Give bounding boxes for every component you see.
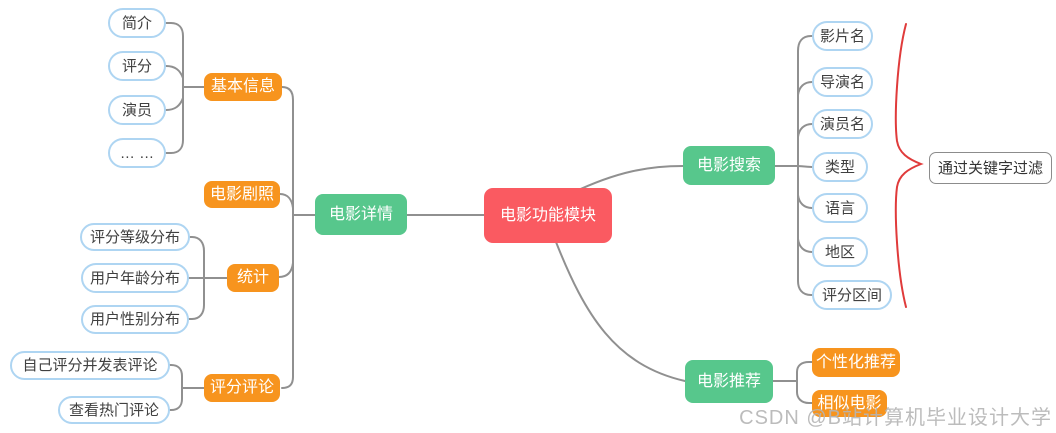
node-movie-recommend[interactable]: 电影推荐 <box>685 360 773 403</box>
leaf-rate-and-post-comment[interactable]: 自己评分并发表评论 <box>10 351 170 380</box>
leaf-introduction[interactable]: 简介 <box>108 8 166 38</box>
leaf-rating[interactable]: 评分 <box>108 51 166 81</box>
node-rating-comments[interactable]: 评分评论 <box>204 374 280 402</box>
leaf-region[interactable]: 地区 <box>812 237 868 267</box>
leaf-genre[interactable]: 类型 <box>812 152 868 182</box>
leaf-film-name[interactable]: 影片名 <box>812 21 873 51</box>
leaf-view-hot-comments[interactable]: 查看热门评论 <box>58 396 170 424</box>
csdn-watermark: CSDN @B站计算机毕业设计大学 <box>739 407 1052 429</box>
node-statistics[interactable]: 统计 <box>227 264 279 292</box>
leaf-actors[interactable]: 演员 <box>108 95 166 125</box>
leaf-score-range[interactable]: 评分区间 <box>812 280 892 310</box>
leaf-user-age-distribution[interactable]: 用户年龄分布 <box>81 263 189 293</box>
node-personalized-recommend[interactable]: 个性化推荐 <box>812 348 900 377</box>
leaf-director-name[interactable]: 导演名 <box>812 67 873 97</box>
node-root-movie-function-module[interactable]: 电影功能模块 <box>484 188 612 243</box>
leaf-ellipsis[interactable]: … … <box>108 138 166 168</box>
leaf-rating-level-distribution[interactable]: 评分等级分布 <box>80 223 190 251</box>
leaf-user-gender-distribution[interactable]: 用户性别分布 <box>81 305 189 334</box>
node-movie-search[interactable]: 电影搜索 <box>683 146 775 185</box>
node-similar-movies[interactable]: 相似电影 <box>812 390 887 417</box>
leaf-language[interactable]: 语言 <box>812 193 868 223</box>
leaf-actor-name[interactable]: 演员名 <box>812 109 873 139</box>
node-basic-info[interactable]: 基本信息 <box>204 73 282 101</box>
note-keyword-filter[interactable]: 通过关键字过滤 <box>929 152 1052 184</box>
node-movie-stills[interactable]: 电影剧照 <box>204 181 280 208</box>
node-movie-detail[interactable]: 电影详情 <box>315 194 407 235</box>
keyword-filter-brace <box>894 23 924 308</box>
